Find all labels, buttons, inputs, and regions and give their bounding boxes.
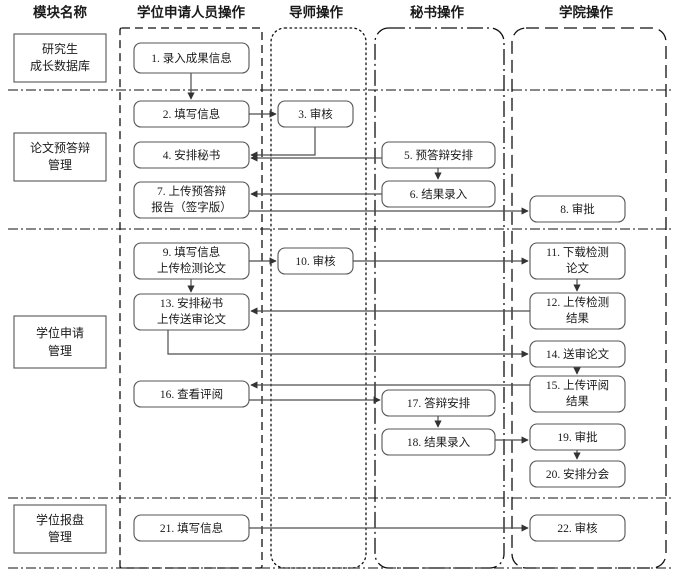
node-9-label-line2: 上传检测论文 [157, 261, 226, 275]
node-9[interactable]: 9. 填写信息 上传检测论文 [133, 242, 250, 280]
node-12[interactable]: 12. 上传检测 结果 [529, 292, 626, 330]
node-3-label: 3. 审核 [298, 107, 333, 121]
node-15[interactable]: 15. 上传评阅 结果 [529, 375, 626, 413]
node-18[interactable]: 18. 结果录入 [381, 428, 496, 456]
module-label-boxes: 研究生 成长数据库 论文预答辩 管理 学位申请 管理 学位报盘 管理 [13, 33, 107, 554]
module-label-s2-line2: 管理 [48, 157, 72, 172]
node-3[interactable]: 3. 审核 [277, 100, 354, 128]
node-11[interactable]: 11. 下载检测 论文 [529, 242, 626, 280]
node-8-label: 8. 审批 [560, 202, 595, 216]
node-17[interactable]: 17. 答辩安排 [381, 389, 496, 417]
section-dividers [8, 89, 672, 569]
node-22[interactable]: 22. 审核 [529, 514, 626, 542]
lane-box-secretary [374, 27, 505, 569]
node-9-label-line1: 9. 填写信息 [163, 245, 221, 259]
node-10[interactable]: 10. 审核 [277, 247, 354, 275]
lane-header-applicant: 学位申请人员操作 [137, 4, 245, 20]
node-18-label: 18. 结果录入 [407, 436, 471, 449]
node-2[interactable]: 2. 填写信息 [133, 100, 250, 128]
flow-edges [167, 73, 581, 532]
node-5-label: 5. 预答辩安排 [404, 148, 473, 162]
module-label-s4-line2: 管理 [48, 529, 72, 544]
node-1-label: 1. 录入成果信息 [151, 51, 232, 65]
node-15-label-line1: 15. 上传评阅 [546, 378, 609, 392]
node-20-label: 20. 安排分会 [546, 467, 610, 481]
node-6-label: 6. 结果录入 [410, 188, 468, 201]
node-10-label: 10. 审核 [295, 254, 336, 268]
node-12-label-line2: 结果 [566, 312, 589, 325]
node-16-label: 16. 查看评阅 [160, 387, 223, 401]
edge-13-to-14 [167, 330, 529, 358]
node-19-label: 19. 审批 [557, 430, 598, 444]
module-label-s1: 研究生 成长数据库 [13, 33, 107, 83]
node-14-label: 14. 送审论文 [546, 347, 610, 361]
node-5[interactable]: 5. 预答辩安排 [381, 141, 496, 169]
node-15-label-line2: 结果 [566, 395, 589, 408]
node-16[interactable]: 16. 查看评阅 [133, 380, 250, 408]
node-8[interactable]: 8. 审批 [529, 195, 626, 223]
module-label-s2: 论文预答辩 管理 [13, 132, 107, 182]
node-19[interactable]: 19. 审批 [529, 423, 626, 451]
module-label-s2-line1: 论文预答辩 [30, 140, 90, 155]
module-label-s1-line1: 研究生 [42, 41, 78, 56]
node-4-label: 4. 安排秘书 [163, 148, 221, 162]
node-13-label-line2: 上传送审论文 [157, 312, 226, 326]
node-21[interactable]: 21. 填写信息 [133, 514, 250, 542]
module-label-s3-line1: 学位申请 [36, 325, 84, 340]
lane-header-college: 学院操作 [559, 4, 613, 20]
module-label-s1-line2: 成长数据库 [30, 58, 90, 73]
lane-header-advisor: 导师操作 [289, 4, 343, 20]
node-17-label: 17. 答辩安排 [407, 396, 471, 410]
node-22-label: 22. 审核 [557, 521, 598, 535]
node-7-label-line2: 报告（签字版） [151, 200, 232, 214]
node-11-label-line1: 11. 下载检测 [546, 245, 609, 259]
node-11-label-line2: 论文 [566, 261, 589, 275]
module-label-s4: 学位报盘 管理 [13, 504, 107, 554]
lane-header-module: 模块名称 [33, 4, 87, 20]
node-20[interactable]: 20. 安排分会 [529, 460, 626, 488]
node-12-label-line1: 12. 上传检测 [546, 295, 609, 309]
node-21-label: 21. 填写信息 [160, 521, 223, 535]
node-2-label: 2. 填写信息 [163, 107, 221, 121]
node-6[interactable]: 6. 结果录入 [381, 180, 496, 208]
lane-headers: 模块名称 学位申请人员操作 导师操作 秘书操作 学院操作 [33, 4, 613, 20]
module-label-s4-line1: 学位报盘 [36, 512, 84, 527]
module-label-s3-line2: 管理 [48, 343, 72, 358]
node-13-label-line1: 13. 安排秘书 [160, 296, 223, 310]
module-label-s3: 学位申请 管理 [13, 315, 107, 369]
lane-header-secretary: 秘书操作 [410, 4, 464, 20]
node-14[interactable]: 14. 送审论文 [529, 340, 626, 368]
node-13[interactable]: 13. 安排秘书 上传送审论文 [133, 293, 250, 331]
process-nodes: 1. 录入成果信息 2. 填写信息 3. 审核 4. 安排秘书 5. 预答辩安排 [133, 42, 626, 542]
node-7[interactable]: 7. 上传预答辩 报告（签字版） [133, 181, 250, 219]
node-7-label-line1: 7. 上传预答辩 [157, 184, 226, 198]
node-4[interactable]: 4. 安排秘书 [133, 141, 250, 169]
edge-3-to-4 [250, 127, 316, 159]
node-1[interactable]: 1. 录入成果信息 [133, 42, 250, 74]
